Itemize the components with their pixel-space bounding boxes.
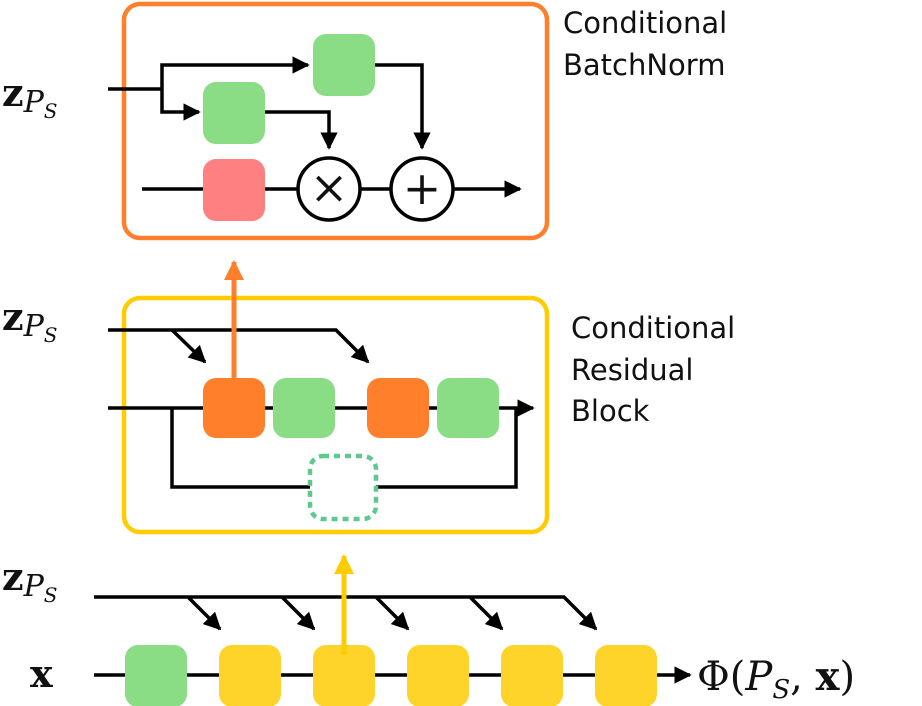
resblock-frame [121, 295, 550, 535]
network-resblock-3 [407, 645, 469, 706]
resblock-skip-optional-block [307, 453, 379, 522]
network-group: zPS x Φ(PS, x) [2, 554, 855, 706]
network-cond-branch-3 [374, 595, 410, 631]
batchnorm-cond-var: zPS [2, 70, 57, 123]
multiply-symbol: × [310, 160, 349, 214]
resblock-skip-wire-right [376, 408, 518, 489]
network-cond-var: zPS [2, 554, 57, 607]
multiply-operator: × [296, 156, 362, 222]
resblock-cond-wire [108, 328, 370, 364]
network-resblock-4 [501, 645, 563, 706]
network-resblock-5 [595, 645, 657, 706]
resblock-linear-block-1 [273, 378, 335, 438]
resblock-label-line3: Block [571, 394, 650, 428]
batchnorm-beta-block [313, 34, 375, 96]
network-cond-wire [94, 595, 598, 631]
resblock-skip-wire-left [170, 408, 310, 489]
add-symbol: + [403, 161, 442, 215]
batchnorm-label-line1: Conditional [563, 6, 727, 40]
batchnorm-gamma-block [203, 82, 265, 144]
network-resblock-1 [219, 645, 281, 706]
conditional-batchnorm-group: Conditional BatchNorm zPS × + [2, 1, 727, 241]
resblock-cond-var: zPS [2, 294, 57, 347]
network-input-var: x [30, 651, 53, 696]
resblock-linear-block-2 [437, 378, 499, 438]
network-resblock-2 [313, 645, 375, 706]
add-operator: + [389, 156, 455, 222]
batchnorm-frame [121, 1, 550, 241]
resblock-cbn-block-1 [203, 378, 265, 438]
conditional-residual-block-group: Conditional Residual Block zPS [2, 260, 735, 535]
resblock-label-line1: Conditional [571, 311, 735, 345]
batchnorm-cond-wire-up [160, 56, 310, 89]
batchnorm-normalize-block [203, 159, 265, 221]
network-cond-branch-1 [186, 595, 222, 631]
network-input-linear-block [125, 645, 187, 706]
beta-to-add-wire [375, 63, 431, 150]
resblock-cbn-block-2 [367, 378, 429, 438]
network-output-label: Φ(PS, x) [697, 653, 855, 705]
network-cond-branch-2 [280, 595, 316, 631]
resblock-cond-branch-1 [170, 328, 207, 364]
batchnorm-cond-wire-down [160, 89, 201, 121]
resblock-label-line2: Residual [571, 353, 693, 387]
gamma-to-multiply-wire [265, 110, 338, 150]
network-cond-branch-4 [468, 595, 504, 631]
batchnorm-label-line2: BatchNorm [563, 48, 725, 82]
